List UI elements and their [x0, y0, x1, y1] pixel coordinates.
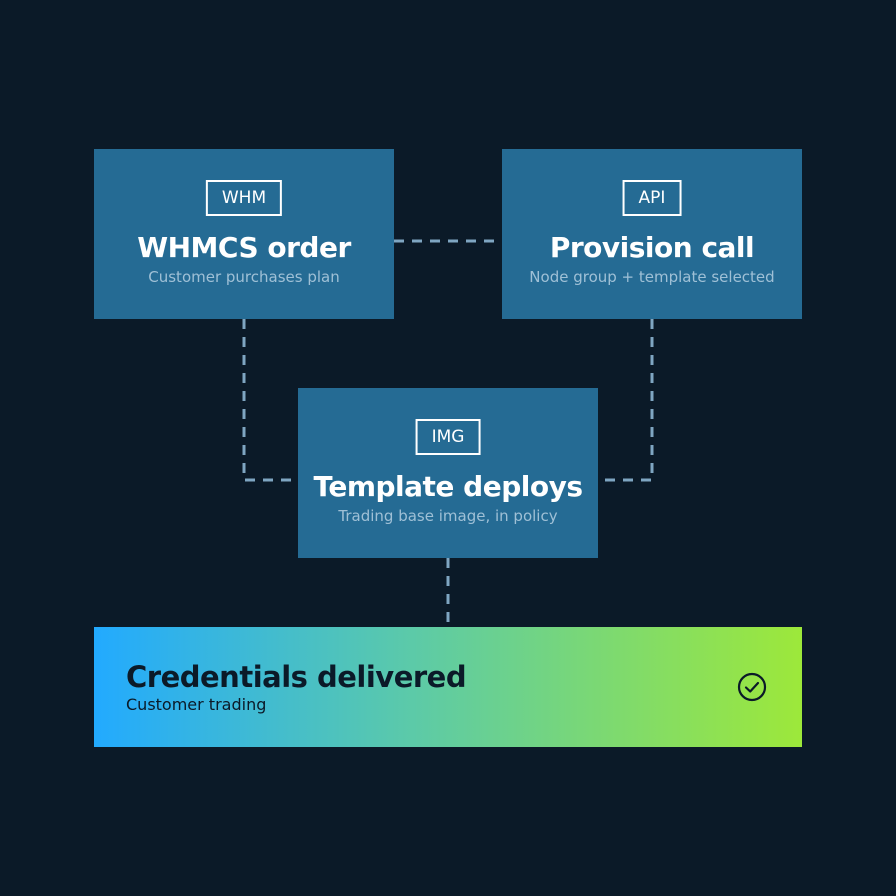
connector-whmcs-template: [242, 319, 298, 482]
check-circle-icon: [737, 672, 767, 702]
whmcs-subtitle: Customer purchases plan: [148, 268, 340, 286]
whmcs-tag: WHM: [205, 180, 283, 216]
template-deploys-node: IMG Template deploys Trading base image,…: [298, 388, 598, 558]
provision-title: Provision call: [549, 231, 755, 264]
provision-subtitle: Node group + template selected: [529, 268, 775, 286]
whmcs-title: WHMCS order: [137, 231, 351, 264]
provision-call-node: API Provision call Node group + template…: [502, 149, 802, 319]
result-title: Credentials delivered: [126, 660, 467, 694]
template-tag: IMG: [415, 419, 481, 455]
template-title: Template deploys: [313, 470, 583, 503]
template-subtitle: Trading base image, in policy: [338, 507, 558, 525]
whmcs-order-node: WHM WHMCS order Customer purchases plan: [94, 149, 394, 319]
connector-provision-template: [598, 319, 654, 482]
result-subtitle: Customer trading: [126, 695, 267, 714]
provision-tag: API: [622, 180, 682, 216]
credentials-delivered-node: Credentials delivered Customer trading: [94, 627, 802, 747]
